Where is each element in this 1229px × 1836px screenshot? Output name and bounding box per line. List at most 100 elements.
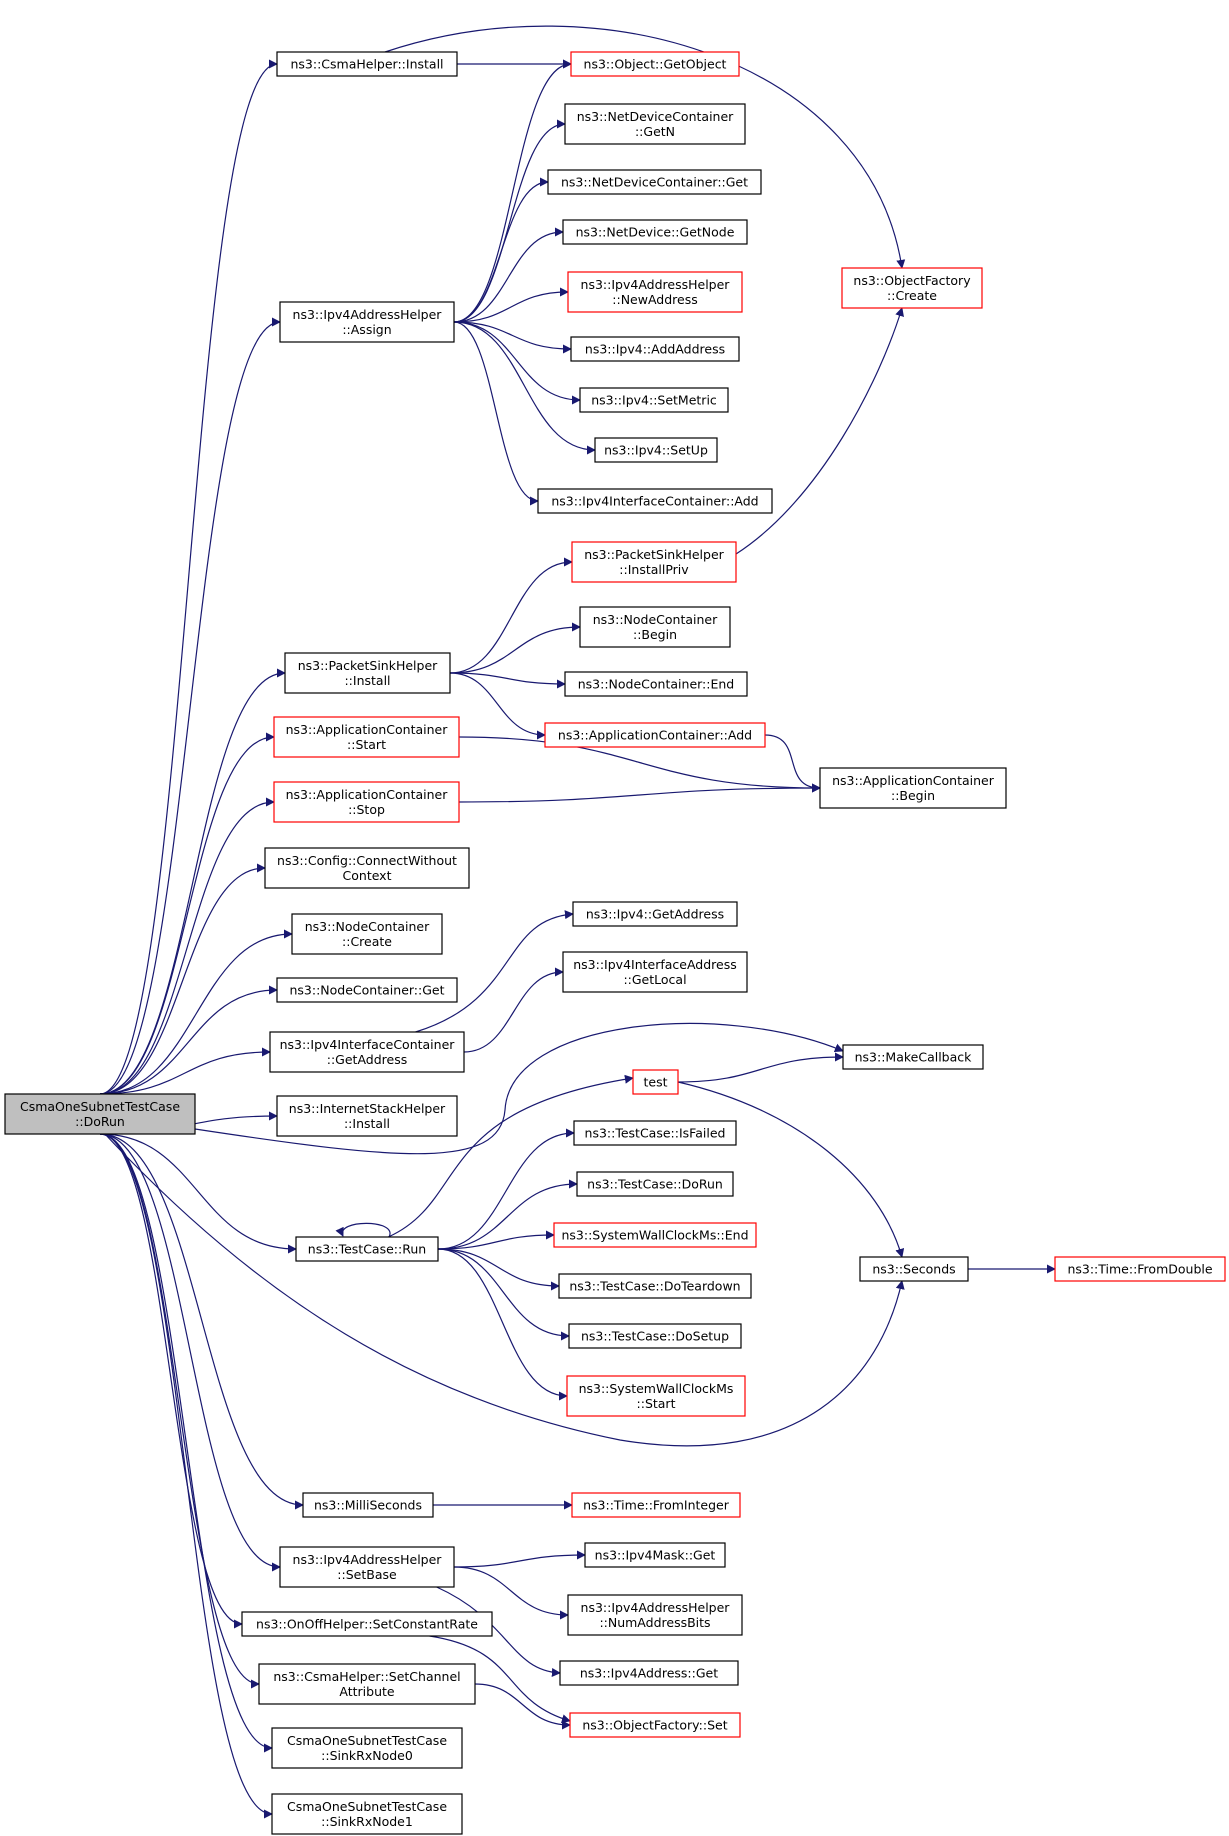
node-box (553, 1222, 757, 1248)
node-swcm-end[interactable]: ns3::SystemWallClockMs::End (553, 1222, 757, 1248)
node-ndc-get[interactable]: ns3::NetDeviceContainer::Get (547, 169, 762, 195)
node-box (562, 951, 748, 993)
node-box (258, 1663, 476, 1705)
node-label-line: ns3::TestCase::DoRun (587, 1177, 723, 1192)
node-psh-installpriv[interactable]: ns3::PacketSinkHelper::InstallPriv (571, 541, 737, 583)
node-box (276, 977, 458, 1003)
node-csma-install[interactable]: ns3::CsmaHelper::Install (276, 51, 458, 77)
edge-ac_add-to-ac_begin (764, 734, 821, 793)
edge-ipv4ah_setbase-to-ipv4ah_numbits (453, 1566, 569, 1620)
node-milliseconds[interactable]: ns3::MilliSeconds (302, 1492, 434, 1518)
node-label-line: ns3::SystemWallClockMs::End (561, 1228, 748, 1243)
node-box (558, 1273, 752, 1299)
node-ac-add[interactable]: ns3::ApplicationContainer::Add (544, 722, 766, 748)
edges-layer (99, 25, 1056, 1819)
node-box (284, 652, 451, 694)
nodes-layer: CsmaOneSubnetTestCase::DoRunns3::CsmaHel… (4, 51, 1226, 1835)
node-sinkrx1[interactable]: CsmaOneSubnetTestCase::SinkRxNode1 (271, 1793, 463, 1835)
node-getobject[interactable]: ns3::Object::GetObject (570, 51, 740, 77)
node-label-line: ns3::Ipv4InterfaceContainer::Add (551, 494, 758, 509)
edge-ipv4ah_assign-to-ipv4_addaddr (453, 321, 572, 354)
node-ac-begin[interactable]: ns3::ApplicationContainer::Begin (819, 767, 1007, 809)
node-box (572, 901, 738, 927)
node-box (573, 1120, 737, 1146)
node-ipv4-getaddress[interactable]: ns3::Ipv4::GetAddress (572, 901, 738, 927)
edge-psh_install-to-nc_begin (449, 622, 581, 674)
node-label-line: ns3::ApplicationContainer (832, 773, 995, 788)
node-label-line: ::Create (887, 288, 937, 303)
node-ipv4ah-numbits[interactable]: ns3::Ipv4AddressHelper::NumAddressBits (567, 1594, 743, 1636)
node-ipv4ah-newaddr[interactable]: ns3::Ipv4AddressHelper::NewAddress (567, 271, 743, 313)
edge-psh_install-to-psh_installpriv (449, 557, 573, 674)
node-box (576, 1171, 734, 1197)
node-nc-end[interactable]: ns3::NodeContainer::End (564, 671, 748, 697)
node-time-frominteger[interactable]: ns3::Time::FromInteger (571, 1492, 741, 1518)
node-box (276, 51, 458, 77)
node-ipv4mask-get[interactable]: ns3::Ipv4Mask::Get (584, 1542, 726, 1568)
node-sinkrx0[interactable]: CsmaOneSubnetTestCase::SinkRxNode0 (271, 1727, 463, 1769)
node-ac-start[interactable]: ns3::ApplicationContainer::Start (273, 716, 460, 758)
node-label-line: ns3::CsmaHelper::Install (290, 57, 443, 72)
node-label-line: ns3::ObjectFactory::Set (582, 1718, 727, 1733)
edge-tc_run-to-swcm_start (437, 1248, 568, 1401)
node-label-line: ::GetN (635, 124, 675, 139)
node-box (279, 1546, 455, 1588)
node-box (1054, 1256, 1226, 1282)
edge-root-to-config_cwc (99, 863, 266, 1095)
node-box (271, 1727, 463, 1769)
node-nc-get[interactable]: ns3::NodeContainer::Get (276, 977, 458, 1003)
edge-root-to-csma_setchattr (99, 1133, 260, 1689)
node-ish-install[interactable]: ns3::InternetStackHelper::Install (276, 1095, 458, 1137)
edge-ipv4ah_assign-to-ipv4_setup (453, 321, 596, 455)
node-ipv4-addaddr[interactable]: ns3::Ipv4::AddAddress (570, 336, 740, 362)
node-ipv4-setmetric[interactable]: ns3::Ipv4::SetMetric (579, 387, 729, 413)
node-of-set[interactable]: ns3::ObjectFactory::Set (569, 1712, 741, 1738)
node-makecallback[interactable]: ns3::MakeCallback (842, 1044, 984, 1070)
node-label-line: ns3::InternetStackHelper (289, 1101, 446, 1116)
node-box (241, 1611, 493, 1637)
node-test[interactable]: test (632, 1069, 679, 1095)
node-ooh-setcr[interactable]: ns3::OnOffHelper::SetConstantRate (241, 1611, 493, 1637)
node-tc-doteardown[interactable]: ns3::TestCase::DoTeardown (558, 1273, 752, 1299)
node-tc-run[interactable]: ns3::TestCase::Run (295, 1236, 439, 1262)
node-label-line: ::Begin (633, 627, 677, 642)
node-ipv4ah-assign[interactable]: ns3::Ipv4AddressHelper::Assign (279, 301, 455, 343)
node-time-fromdouble[interactable]: ns3::Time::FromDouble (1054, 1256, 1226, 1282)
node-ipv4ic-getaddress[interactable]: ns3::Ipv4InterfaceContainer::GetAddress (269, 1031, 465, 1073)
node-swcm-start[interactable]: ns3::SystemWallClockMs::Start (566, 1375, 746, 1417)
node-ipv4ia-getlocal[interactable]: ns3::Ipv4InterfaceAddress::GetLocal (562, 951, 748, 993)
node-of-create[interactable]: ns3::ObjectFactory::Create (841, 267, 983, 309)
edge-test-to-seconds (677, 1081, 905, 1258)
node-root[interactable]: CsmaOneSubnetTestCase::DoRun (4, 1093, 196, 1135)
node-ac-stop[interactable]: ns3::ApplicationContainer::Stop (273, 781, 460, 823)
node-ipv4addr-get[interactable]: ns3::Ipv4Address::Get (559, 1660, 739, 1686)
node-seconds[interactable]: ns3::Seconds (859, 1256, 969, 1282)
node-ipv4ic-add[interactable]: ns3::Ipv4InterfaceContainer::Add (537, 488, 773, 514)
node-ipv4-setup[interactable]: ns3::Ipv4::SetUp (594, 437, 718, 463)
node-label-line: ns3::MakeCallback (855, 1050, 973, 1065)
node-tc-dosetup[interactable]: ns3::TestCase::DoSetup (568, 1323, 742, 1349)
node-psh-install[interactable]: ns3::PacketSinkHelper::Install (284, 652, 451, 694)
node-ipv4ah-setbase[interactable]: ns3::Ipv4AddressHelper::SetBase (279, 1546, 455, 1588)
node-box (291, 913, 443, 955)
node-box (632, 1069, 679, 1095)
edge-root-to-sinkrx0 (99, 1133, 273, 1753)
node-nc-create[interactable]: ns3::NodeContainer::Create (291, 913, 443, 955)
node-label-line: ::Install (344, 1116, 390, 1131)
node-label-line: ::NewAddress (612, 292, 697, 307)
node-label-line: ns3::Object::GetObject (584, 57, 727, 72)
node-box (4, 1093, 196, 1135)
node-nc-begin[interactable]: ns3::NodeContainer::Begin (579, 606, 731, 648)
node-box (271, 1793, 463, 1835)
node-label-line: ns3::Ipv4AddressHelper (581, 277, 731, 292)
node-ndc-getn[interactable]: ns3::NetDeviceContainer::GetN (564, 103, 746, 145)
edge-root-to-ipv4ah_assign (99, 317, 281, 1095)
node-box (264, 847, 470, 889)
node-tc-dorun[interactable]: ns3::TestCase::DoRun (576, 1171, 734, 1197)
node-box (567, 1594, 743, 1636)
node-nd-getnode[interactable]: ns3::NetDevice::GetNode (562, 219, 748, 245)
node-tc-isfailed[interactable]: ns3::TestCase::IsFailed (573, 1120, 737, 1146)
